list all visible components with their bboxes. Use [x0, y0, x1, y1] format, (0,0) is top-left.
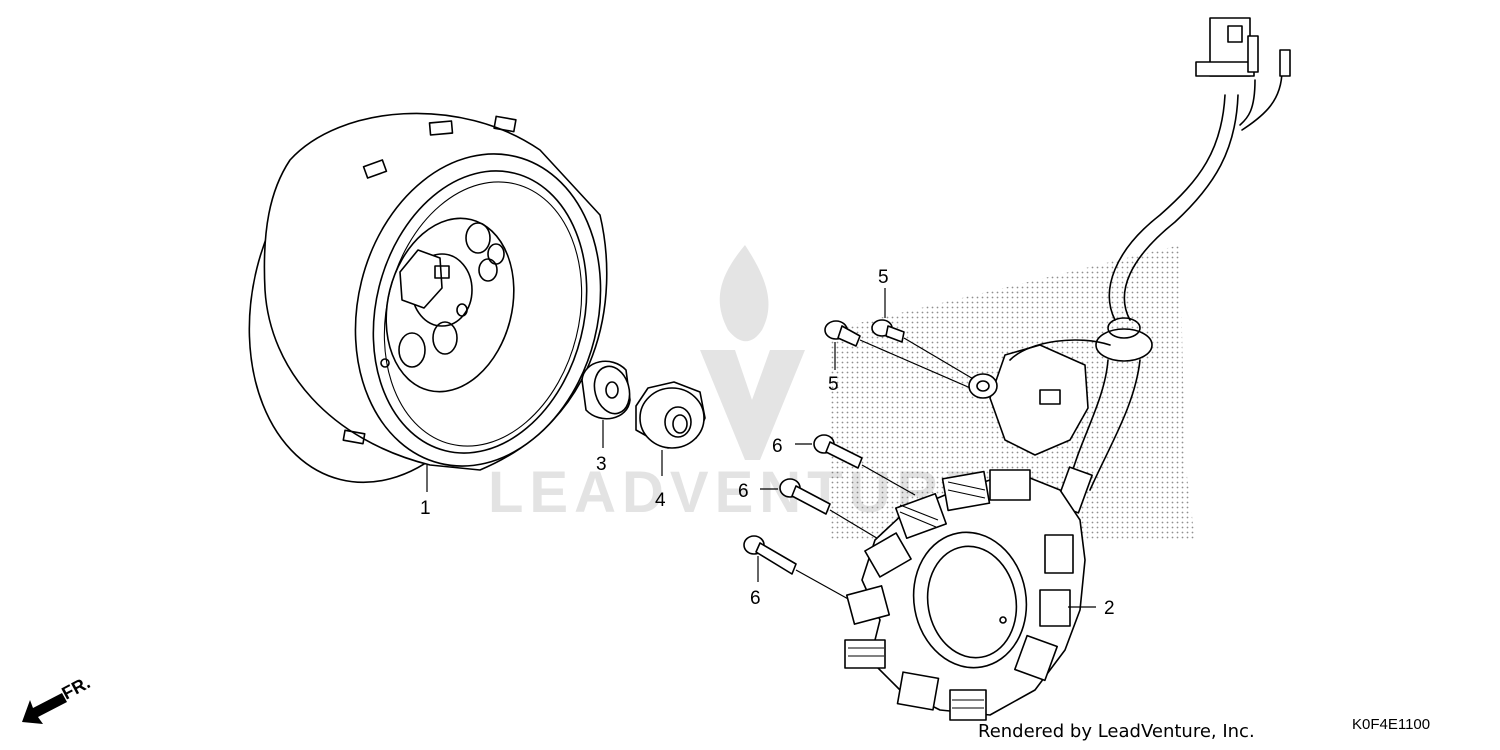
callout-6c[interactable]: 6: [750, 588, 761, 609]
leader-5-to-pulser: [859, 339, 976, 391]
front-direction-marker: FR.: [22, 672, 93, 724]
leader-6c-to-stator: [795, 569, 851, 601]
callout-6b[interactable]: 6: [738, 481, 749, 502]
callout-5b[interactable]: 5: [828, 374, 839, 395]
flywheel-rotor[interactable]: [212, 89, 632, 512]
bolt-6-lower[interactable]: [743, 535, 797, 575]
diagram-code: K0F4E1100: [1352, 716, 1430, 733]
leader-5-to-pulser-b: [903, 337, 976, 381]
flange-nut[interactable]: [635, 381, 706, 449]
flame-v-logo-icon: [700, 245, 805, 460]
washer[interactable]: [581, 360, 635, 420]
bolt-6-middle[interactable]: [779, 478, 831, 515]
callout-1[interactable]: 1: [420, 498, 431, 519]
callout-5a[interactable]: 5: [878, 267, 889, 288]
stator-assembly[interactable]: [844, 17, 1291, 721]
callout-2[interactable]: 2: [1104, 598, 1115, 619]
leader-6a-to-stator: [861, 464, 916, 496]
bolt-6-top[interactable]: [813, 434, 863, 469]
render-credit: Rendered by LeadVenture, Inc.: [978, 721, 1255, 742]
bolt-5-upper[interactable]: [871, 319, 905, 343]
leader-6b-to-stator: [829, 509, 881, 541]
front-direction-arrow-icon: [22, 693, 67, 724]
callout-4[interactable]: 4: [655, 490, 666, 511]
bolt-5-left[interactable]: [824, 320, 861, 347]
callout-6a[interactable]: 6: [772, 436, 783, 457]
callout-3[interactable]: 3: [596, 454, 607, 475]
